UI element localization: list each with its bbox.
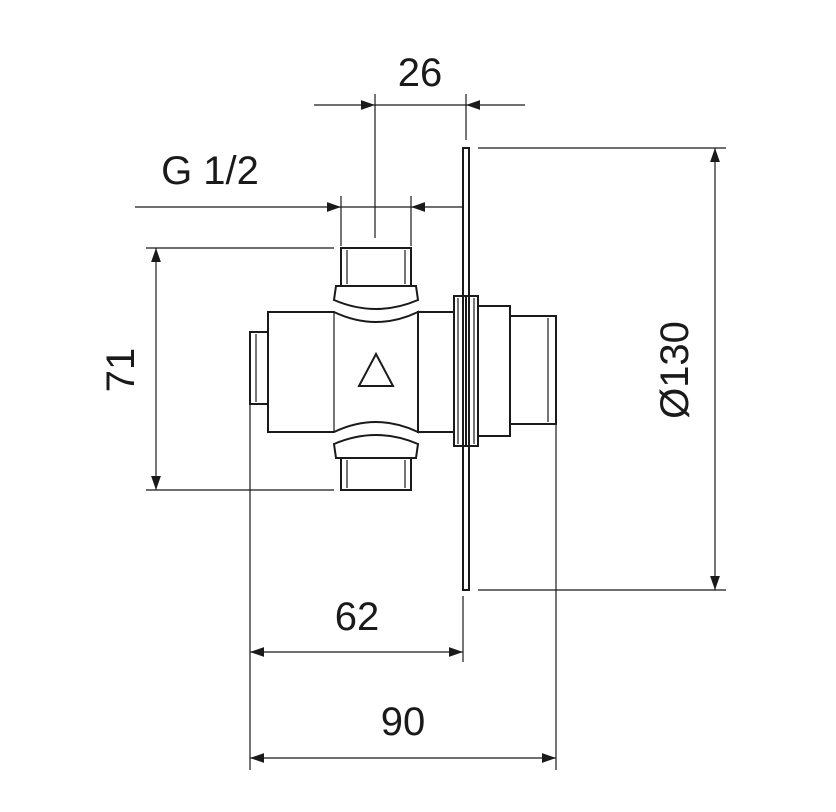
dimension-overall-depth: 90	[250, 424, 557, 770]
dimension-label-thread: G 1/2	[161, 149, 259, 193]
dimension-label-71: 71	[99, 348, 143, 393]
dimension-height: 71	[99, 247, 334, 491]
dimension-label-62: 62	[335, 595, 380, 639]
top-connector	[332, 247, 420, 310]
dimension-label-130: Ø130	[653, 321, 697, 419]
dimension-top-width: 26	[314, 51, 525, 238]
wall-plate	[462, 147, 470, 591]
push-button	[509, 315, 557, 425]
valve-body	[249, 147, 557, 591]
main-body	[249, 310, 455, 434]
dimension-depth-to-plate: 62	[249, 404, 464, 770]
dimension-thread: G 1/2	[135, 149, 463, 246]
dimension-label-26: 26	[398, 51, 443, 95]
dimension-label-90: 90	[381, 700, 426, 744]
flow-direction-icon	[357, 351, 395, 387]
bottom-connector	[332, 434, 420, 491]
dimension-plate-diameter: Ø130	[478, 147, 726, 591]
